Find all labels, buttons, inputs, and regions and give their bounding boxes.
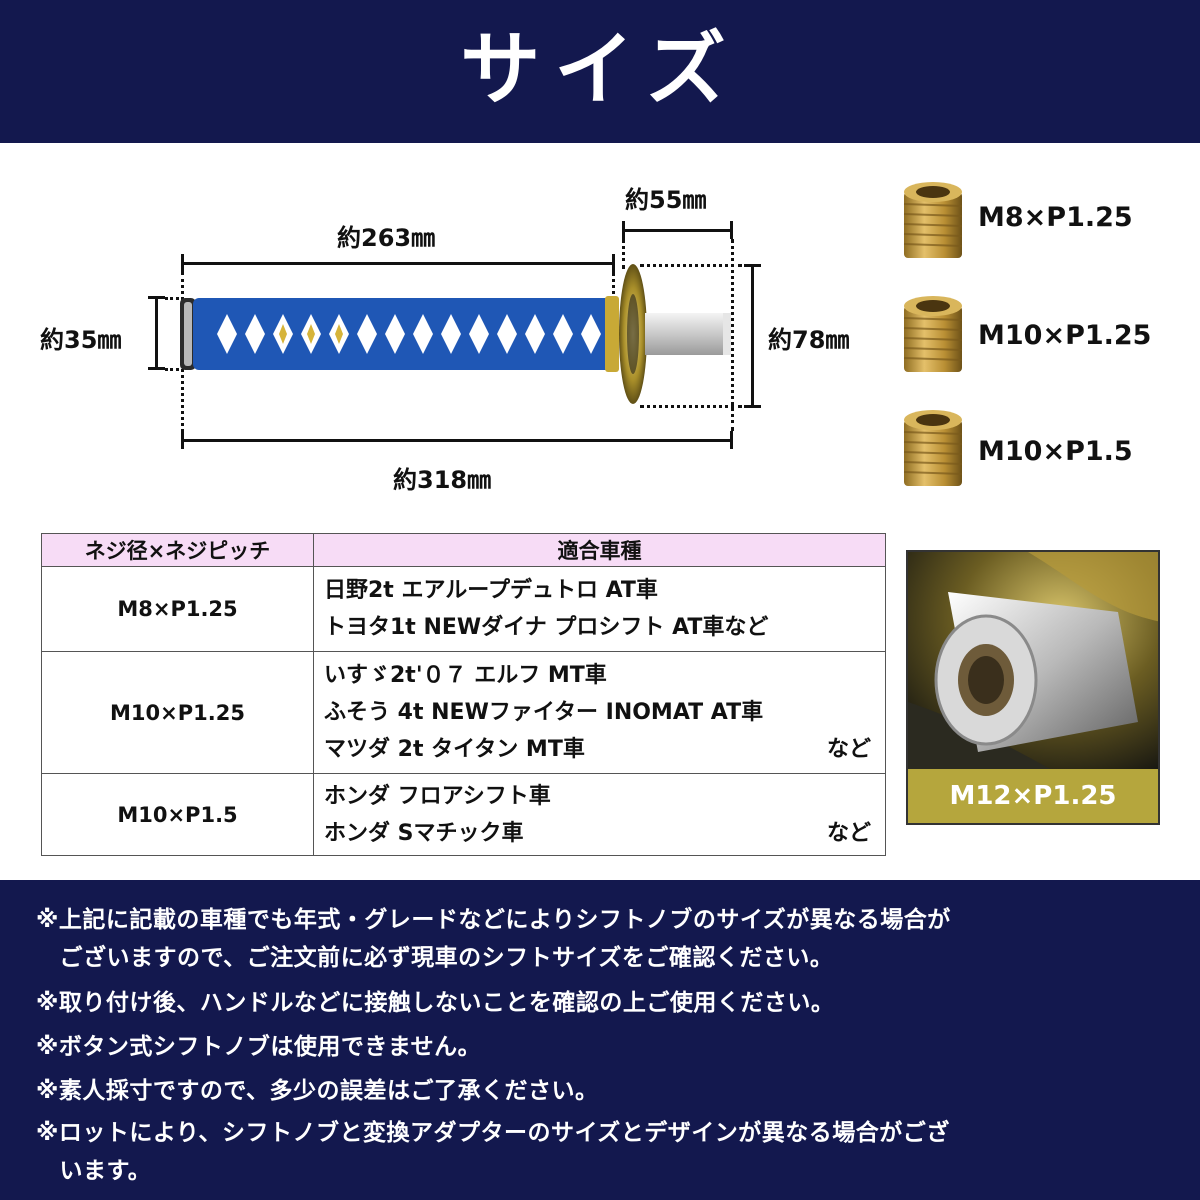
notes-panel — [0, 880, 1200, 1200]
note-line: ※上記に記載の車種でも年式・グレードなどによりシフトノブのサイズが異なる場合が — [36, 907, 951, 933]
vehicle-line: ふそう 4t NEWファイター INOMAT AT車 — [324, 694, 885, 731]
dim-label-35: 約35㎜ — [40, 326, 122, 354]
shift-knob-image — [180, 264, 731, 404]
extension-line — [622, 239, 625, 269]
vehicle-text: ホンダ フロアシフト車 — [324, 783, 551, 809]
dim-line-318 — [181, 439, 733, 442]
dim-line-35 — [155, 296, 158, 370]
chrome-shaft — [645, 313, 731, 355]
vehicle-text: マツダ 2t タイタン MT車 — [324, 737, 585, 762]
column-header-thread: ネジ径×ネジピッチ — [41, 533, 314, 567]
extension-line — [731, 239, 734, 431]
header-banner — [0, 0, 1200, 143]
dim-tick — [730, 431, 733, 449]
note-line: います。 — [36, 1158, 152, 1184]
vehicle-line: 日野2t エアループデュトロ AT車 — [324, 572, 885, 609]
pitch-cell: M8×P1.25 — [41, 566, 314, 652]
dim-tick — [612, 254, 615, 272]
dim-tick — [148, 296, 165, 299]
adapter-icon — [903, 182, 963, 258]
page-title: サイズ — [460, 22, 740, 116]
dim-tick — [181, 431, 184, 449]
note-line: ※ロットにより、シフトノブと変換アダプターのサイズとデザインが異なる場合がござ — [36, 1120, 950, 1146]
table-row: M10×P1.5 ホンダ フロアシフト車 ホンダ Sマチック車 など — [41, 773, 886, 856]
extension-line — [165, 368, 179, 371]
vehicle-line: いすゞ2t'０７ エルフ MT車 — [324, 657, 885, 694]
vehicle-text: 日野2t エアループデュトロ AT車 — [324, 578, 658, 603]
vehicle-text: いすゞ2t'０７ エルフ MT車 — [324, 663, 607, 688]
vehicle-text: ホンダ Sマチック車 — [324, 820, 524, 846]
photo-caption: M12×P1.25 — [908, 769, 1158, 823]
adapter-label: M10×P1.5 — [978, 436, 1133, 467]
vehicles-cell: いすゞ2t'０７ エルフ MT車 ふそう 4t NEWファイター INOMAT … — [313, 651, 886, 774]
vehicle-line: マツダ 2t タイタン MT車 など — [324, 731, 885, 768]
dim-tick — [622, 221, 625, 239]
note-line: ※素人採寸ですので、多少の誤差はご了承ください。 — [36, 1078, 599, 1104]
vehicle-suffix: など — [826, 737, 871, 762]
adapter-label: M10×P1.25 — [978, 320, 1152, 351]
dim-line-78 — [751, 264, 754, 408]
adapter-icon — [903, 410, 963, 486]
table-row: M10×P1.25 いすゞ2t'０７ エルフ MT車 ふそう 4t NEWファイ… — [41, 651, 886, 774]
vehicle-text: トヨタ1t NEWダイナ プロシフト AT車など — [324, 615, 769, 640]
extension-line — [165, 297, 179, 300]
vehicles-cell: 日野2t エアループデュトロ AT車 トヨタ1t NEWダイナ プロシフト AT… — [313, 566, 886, 652]
note-line: ※取り付け後、ハンドルなどに接触しないことを確認の上ご使用ください。 — [36, 990, 835, 1016]
dim-label-55: 約55㎜ — [625, 186, 707, 214]
dim-tick — [744, 405, 761, 408]
dim-label-78: 約78㎜ — [768, 326, 850, 354]
closeup-image — [908, 552, 1158, 773]
dim-tick — [181, 254, 184, 272]
vehicle-line: トヨタ1t NEWダイナ プロシフト AT車など — [324, 609, 885, 646]
extension-line — [612, 272, 615, 302]
compatibility-table: ネジ径×ネジピッチ 適合車種 M8×P1.25 日野2t エアループデュトロ A… — [41, 533, 886, 856]
note-line: ※ボタン式シフトノブは使用できません。 — [36, 1034, 482, 1060]
dim-label-263: 約263㎜ — [337, 224, 436, 252]
vehicle-line: ホンダ フロアシフト車 — [324, 778, 885, 815]
table-row: M8×P1.25 日野2t エアループデュトロ AT車 トヨタ1t NEWダイナ… — [41, 566, 886, 652]
dim-tick — [744, 264, 761, 267]
thread-closeup-photo: M12×P1.25 — [906, 550, 1160, 825]
note-line: ございますので、ご注文前に必ず現車のシフトサイズをご確認ください。 — [36, 945, 834, 971]
adapter-label: M8×P1.25 — [978, 202, 1133, 233]
vehicle-suffix: など — [826, 820, 871, 846]
extension-line — [640, 405, 742, 408]
dim-line-263 — [181, 262, 615, 265]
adapter-icon — [903, 296, 963, 372]
dim-tick — [148, 367, 165, 370]
vehicle-text: ふそう 4t NEWファイター INOMAT AT車 — [324, 700, 764, 725]
pitch-cell: M10×P1.5 — [41, 773, 314, 856]
vehicle-line: ホンダ Sマチック車 など — [324, 815, 885, 852]
table-header-row: ネジ径×ネジピッチ 適合車種 — [41, 533, 886, 567]
dim-tick — [730, 221, 733, 239]
dim-line-55 — [622, 229, 733, 232]
pitch-cell: M10×P1.25 — [41, 651, 314, 774]
vehicles-cell: ホンダ フロアシフト車 ホンダ Sマチック車 など — [313, 773, 886, 856]
column-header-vehicles: 適合車種 — [313, 533, 886, 567]
dim-label-318: 約318㎜ — [393, 466, 492, 494]
extension-line — [640, 264, 742, 267]
